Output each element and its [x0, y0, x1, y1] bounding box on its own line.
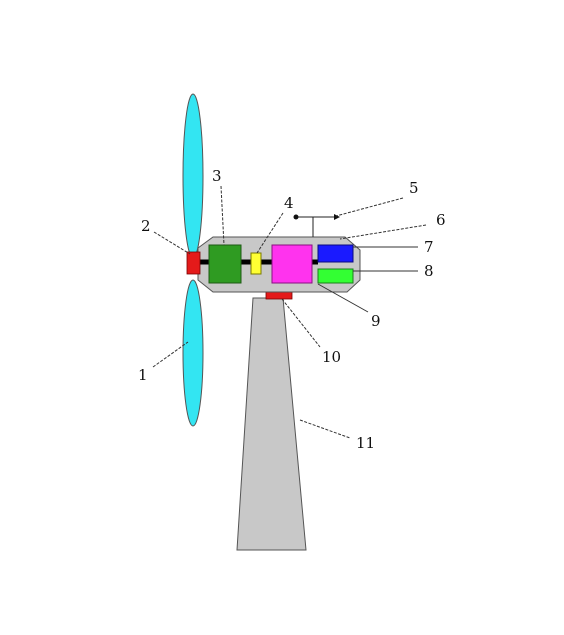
leader-10 [281, 298, 321, 348]
label-6: 6 [436, 211, 446, 229]
coupling [250, 252, 262, 275]
label-9: 9 [371, 312, 381, 330]
vane-dot [293, 214, 299, 220]
converter [317, 268, 354, 284]
leader-5 [335, 197, 404, 217]
label-11: 11 [356, 434, 375, 452]
gearbox [208, 244, 242, 284]
label-2: 2 [141, 217, 151, 235]
leader-9 [317, 283, 369, 313]
label-8: 8 [424, 262, 434, 280]
leader-4 [256, 212, 284, 254]
label-3: 3 [212, 167, 222, 185]
hub [186, 251, 201, 275]
label-5: 5 [409, 179, 419, 197]
label-1: 1 [138, 366, 148, 384]
leader-11 [299, 419, 351, 439]
blade-top [182, 93, 204, 259]
leader-2 [153, 231, 191, 255]
label-7: 7 [424, 238, 434, 256]
leader-6 [339, 224, 427, 240]
tower [236, 297, 307, 551]
controller [317, 244, 354, 263]
label-10: 10 [322, 348, 341, 366]
blade-bottom [182, 279, 204, 427]
leader-1 [152, 341, 189, 368]
label-4: 4 [284, 194, 294, 212]
generator [271, 244, 313, 284]
vane-arrow [334, 214, 340, 220]
leader-3 [220, 185, 225, 246]
